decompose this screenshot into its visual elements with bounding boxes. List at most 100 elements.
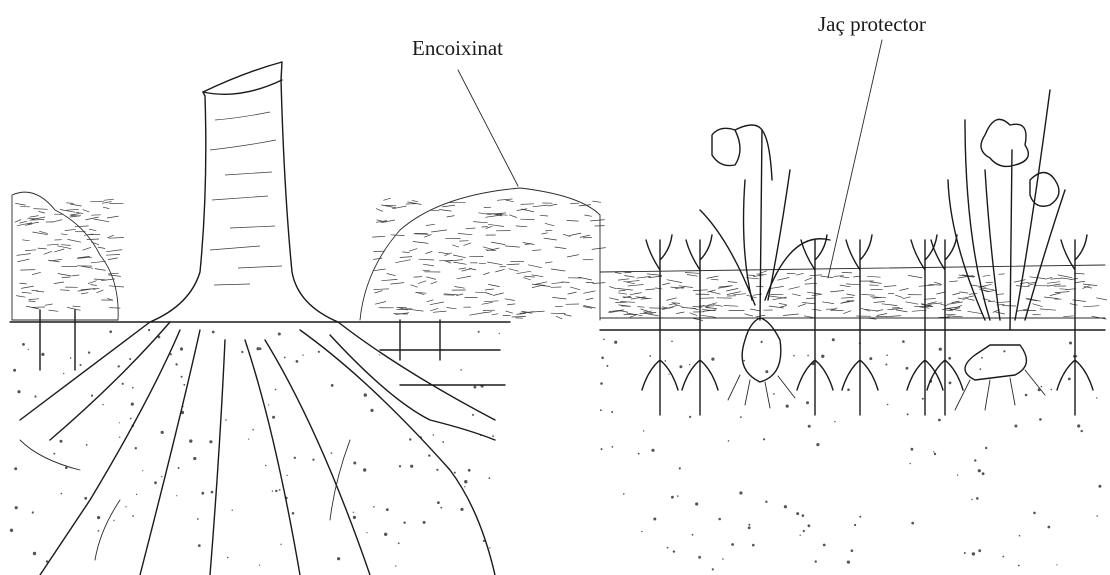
texture-stroke [812,294,822,296]
texture-stroke [106,254,120,255]
texture-stroke [376,209,383,212]
texture-stroke [61,245,71,246]
texture-stroke [506,200,514,202]
soil-dot [353,462,356,465]
texture-stroke [465,228,475,229]
soil-dot [209,440,212,443]
texture-stroke [640,313,654,314]
soil-dot [363,468,366,471]
texture-stroke [805,278,813,281]
texture-stroke [107,235,114,238]
texture-stroke [402,252,409,253]
texture-stroke [1033,304,1043,307]
soil-dot [800,535,801,536]
texture-stroke [877,314,887,316]
texture-stroke [544,238,557,240]
soil-dot [80,364,82,366]
soil-dot [17,390,20,393]
texture-stroke [517,271,531,274]
texture-stroke [94,219,109,222]
texture-stroke [29,216,38,218]
soil-dot [964,552,966,554]
texture-stroke [570,287,580,290]
soil-dot [275,389,277,391]
soil-dot [1018,565,1020,567]
texture-stroke [419,259,435,260]
texture-stroke [567,255,579,257]
texture-stroke [637,307,644,308]
texture-stroke [645,289,655,290]
soil-dot [1025,394,1028,397]
soil-dot [823,544,826,547]
texture-stroke [959,292,968,293]
texture-stroke [32,232,47,235]
texture-stroke [609,287,617,289]
left-shrub [12,192,124,370]
soil-dot [974,459,976,461]
soil-dot [695,502,698,505]
iris-plant [948,90,1065,410]
soil-dot [763,438,765,440]
texture-stroke [593,283,606,284]
soil-dot [292,512,295,515]
texture-stroke [108,273,119,274]
texture-stroke [512,317,526,318]
mulch-leader-line [458,70,518,186]
soil-dot [906,367,909,370]
texture-stroke [387,274,396,276]
shoot [682,235,718,415]
texture-stroke [107,216,119,218]
texture-stroke [28,301,35,302]
texture-stroke [624,276,634,278]
soil-dot [118,365,120,367]
texture-stroke [453,262,466,264]
texture-stroke [995,312,1005,314]
soil-dot [978,549,981,552]
texture-stroke [691,308,699,310]
soil-dot [268,404,269,405]
texture-stroke [58,274,72,277]
soil-dot [318,351,320,353]
texture-stroke [662,283,670,285]
texture-stroke [491,242,505,245]
texture-stroke [1083,284,1097,286]
texture-stroke [887,308,902,309]
soil-dot [1019,535,1021,537]
texture-stroke [22,292,32,293]
soil-dot [489,477,491,479]
texture-stroke [840,285,851,287]
texture-stroke [667,280,682,283]
texture-stroke [67,307,80,310]
texture-stroke [34,209,48,210]
texture-stroke [564,315,571,317]
protective-bed-leader-line [828,40,882,278]
texture-stroke [1040,309,1056,310]
texture-stroke [584,215,591,216]
soil-dot [386,508,389,511]
soil-dot [337,557,340,560]
soil-dot [911,522,914,525]
texture-stroke [485,293,492,296]
texture-stroke [54,282,64,284]
texture-stroke [886,316,901,317]
soil-dot [679,467,681,469]
soil-dot [807,355,809,357]
texture-stroke [17,259,29,262]
texture-stroke [469,313,485,316]
texture-stroke [592,248,606,250]
soil-dot [88,351,90,353]
tree-stump [150,62,338,322]
texture-stroke [521,204,534,205]
texture-stroke [83,210,90,212]
texture-stroke [32,272,41,274]
soil-dot [161,431,164,434]
soil-dot [1050,389,1052,391]
texture-stroke [802,303,816,304]
soil-dot [847,561,850,564]
soil-dot [851,549,854,552]
texture-stroke [438,252,449,254]
texture-stroke [104,199,114,200]
texture-stroke [641,309,649,311]
soil-dot [275,490,277,492]
soil-dot [161,476,162,477]
